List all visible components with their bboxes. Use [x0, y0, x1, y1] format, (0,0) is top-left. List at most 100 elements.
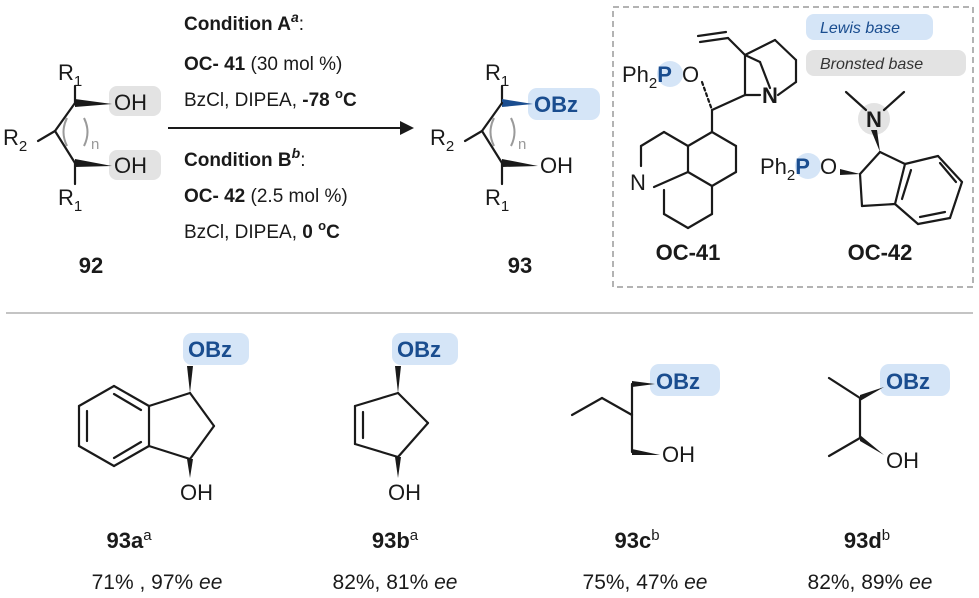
- condition-a-title: Condition Aa:: [184, 9, 304, 35]
- yield-93a: 71% , 97% ee: [92, 571, 223, 594]
- reactant-92: R1 OH n R2 OH R1 92: [3, 60, 161, 278]
- n-quinoline-atom: N: [630, 170, 646, 195]
- r2-atom: R2: [3, 125, 27, 155]
- bracket-right: [510, 117, 516, 147]
- condition-b-catalyst: OC- 42 (2.5 mol %): [184, 186, 348, 207]
- obz-atom: OBz: [534, 92, 578, 117]
- wedge-bond: [75, 159, 112, 167]
- wedge-bond: [395, 366, 401, 393]
- oh-top-atom: OH: [114, 90, 147, 115]
- compound-label-93c: 93cb: [614, 527, 659, 553]
- r2-atom: R2: [430, 125, 454, 155]
- bond: [696, 30, 728, 38]
- wedge-bond: [860, 387, 884, 401]
- bond: [188, 391, 216, 428]
- o-atom: O: [682, 62, 699, 87]
- compound-label-93a: 93aa: [106, 527, 152, 553]
- bond: [77, 444, 116, 468]
- yield-93c: 75%, 47% ee: [583, 571, 708, 594]
- wedge-bond: [860, 435, 884, 455]
- bond: [480, 129, 504, 165]
- ph2p-label: Ph2P: [760, 154, 810, 184]
- bond: [480, 101, 504, 133]
- bond: [827, 376, 862, 400]
- product-93: R1 OBz n R2 OH R1 93: [430, 60, 600, 278]
- condition-b-reagents: BzCl, DIPEA, 0 oC: [184, 218, 340, 243]
- catalyst-box-border: [612, 6, 974, 288]
- bond: [353, 391, 400, 408]
- bond: [652, 170, 690, 189]
- bond: [686, 170, 714, 188]
- bond: [948, 180, 964, 220]
- bond: [743, 38, 777, 57]
- bond: [662, 130, 690, 148]
- bond: [662, 212, 690, 230]
- yield-93b: 82%, 81% ee: [333, 571, 458, 594]
- wedge-bond: [187, 459, 193, 478]
- bond: [53, 129, 77, 165]
- bond: [353, 442, 400, 459]
- bond: [918, 210, 947, 219]
- bond: [639, 130, 666, 148]
- obz-atom: OBz: [886, 369, 930, 394]
- bond: [463, 129, 484, 143]
- p-highlight: [795, 153, 821, 179]
- oh-atom: OH: [180, 480, 213, 505]
- bond: [776, 80, 798, 97]
- legend-bronsted-base: Bronsted base: [820, 56, 923, 73]
- bond: [112, 444, 151, 468]
- hash-bond: [700, 80, 714, 112]
- wedge-bond: [632, 449, 660, 455]
- bond: [396, 421, 430, 459]
- o-atom: O: [820, 154, 837, 179]
- bond: [758, 60, 772, 90]
- wedge-bond: [187, 366, 193, 393]
- catalyst-oc-42: N Ph2P O OC-42: [760, 90, 964, 265]
- bracket-right: [83, 117, 89, 147]
- bond: [112, 440, 143, 460]
- bond: [600, 396, 634, 417]
- bond: [827, 436, 862, 458]
- compound-label-93b: 93ba: [372, 527, 419, 553]
- bond: [710, 130, 738, 148]
- catalyst-box: Lewis base Bronsted base Ph2P O N: [612, 6, 974, 288]
- product-93c: OBz OH 93cb 75%, 47% ee: [570, 364, 720, 594]
- legend-bronsted-swatch: [806, 50, 966, 76]
- arrow-head: [400, 121, 414, 135]
- bond: [686, 130, 714, 148]
- bracket-left: [62, 117, 68, 147]
- condition-a-catalyst: OC- 41 (30 mol %): [184, 54, 342, 75]
- bond: [743, 53, 762, 64]
- product-93a: OBz OH 93aa 71% , 97% ee: [77, 333, 249, 594]
- obz-atom: OBz: [188, 337, 232, 362]
- yield-93d: 82%, 89% ee: [808, 571, 933, 594]
- catalyst-label-oc-42: OC-42: [848, 240, 913, 265]
- bond: [112, 392, 143, 412]
- catalyst-label-oc-41: OC-41: [656, 240, 721, 265]
- bond: [893, 202, 920, 226]
- bond: [882, 90, 906, 112]
- bond: [916, 216, 952, 226]
- catalyst-oc-41: Ph2P O N N: [622, 30, 798, 265]
- product-93b: OBz OH 93ba 82%, 81% ee: [333, 333, 458, 594]
- bond: [147, 444, 192, 461]
- wedge-bond: [502, 159, 538, 167]
- condition-a-reagents: BzCl, DIPEA, -78 oC: [184, 86, 357, 111]
- bond: [53, 101, 77, 133]
- n-repeat: n: [518, 136, 526, 153]
- bond: [726, 36, 747, 57]
- wedge-bond: [632, 381, 655, 387]
- bond: [36, 129, 57, 143]
- bond: [938, 161, 958, 184]
- condition-a: Condition Aa: OC- 41 (30 mol %) BzCl, DI…: [184, 9, 357, 111]
- oh-atom: OH: [388, 480, 421, 505]
- bond: [112, 384, 151, 408]
- obz-highlight: [392, 333, 458, 365]
- n-repeat: n: [91, 136, 99, 153]
- bond: [698, 36, 730, 44]
- wedge-bond: [871, 130, 880, 152]
- bond: [710, 93, 747, 112]
- bond: [858, 150, 882, 176]
